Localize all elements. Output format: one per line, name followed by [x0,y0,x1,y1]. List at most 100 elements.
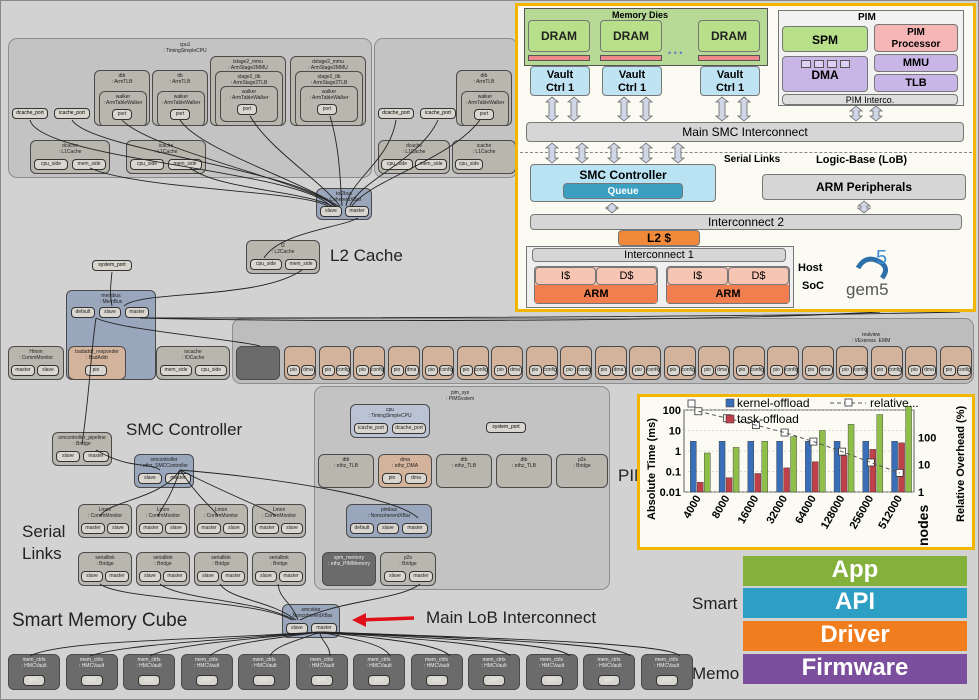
master-port[interactable]: master [11,365,35,376]
config-port[interactable]: config [646,365,660,376]
config-port[interactable]: config [335,365,350,376]
dma-port[interactable]: dma [922,365,936,376]
default-port[interactable]: default [350,523,374,534]
cpu-side-port[interactable]: cpu_side [130,159,164,170]
pio-port[interactable]: pio [839,365,852,376]
master-port[interactable]: master [125,307,149,318]
port[interactable]: port [474,109,494,120]
icache-port[interactable]: icache_port [354,423,388,434]
port[interactable]: port [138,675,160,686]
config-port[interactable]: config [439,365,453,376]
dma-port[interactable]: dma [404,365,419,376]
cpu-side-port[interactable]: cpu_side [455,159,483,170]
config-port[interactable]: config [784,365,798,376]
pio-port[interactable]: pio [563,365,576,376]
config-port[interactable]: config [370,365,384,376]
pio-port[interactable]: pio [494,365,507,376]
slave-port[interactable]: slave [138,473,162,484]
master-port[interactable]: master [163,571,187,582]
dma-port[interactable]: dma [508,365,522,376]
cpu2-dcache-port[interactable]: dcache_port [378,108,414,119]
mem-side-port[interactable]: mem_side [415,159,447,170]
master-port[interactable]: master [255,523,279,534]
icache-port[interactable]: icache_port [54,108,90,119]
slave-port[interactable]: slave [384,571,406,582]
pio-port[interactable]: pio [597,365,611,376]
slave-port[interactable]: slave [320,206,342,217]
mem-side-port[interactable]: mem_side [285,259,317,270]
pio-port[interactable]: pio [287,365,300,376]
config-port[interactable]: config [473,365,488,376]
port[interactable]: port [310,675,333,686]
pio-port[interactable]: pio [382,473,402,484]
config-port[interactable]: config [887,365,902,376]
pio-port[interactable]: pio [85,365,107,376]
pio-port[interactable]: pio [666,365,680,376]
default-port[interactable]: default [71,307,95,318]
master-port[interactable]: master [165,473,191,484]
dma-port[interactable]: dma [611,365,626,376]
pio-port[interactable]: pio [425,365,438,376]
cpu-side-port[interactable]: cpu_side [34,159,68,170]
master-port[interactable]: master [139,523,163,534]
slave-port[interactable]: slave [99,307,121,318]
pio-port[interactable]: pio [804,365,818,376]
pio-port[interactable]: pio [528,365,542,376]
dcache-port[interactable]: dcache_port [392,423,426,434]
pio-port[interactable]: pio [356,365,369,376]
config-port[interactable]: config [680,365,695,376]
mem-side-port[interactable]: mem_side [168,159,202,170]
master-port[interactable]: master [221,571,245,582]
dma-port[interactable]: dma [405,473,427,484]
pim-system-port[interactable]: system_port [486,422,526,433]
slave-port[interactable]: slave [165,523,187,534]
port[interactable]: port [483,675,505,686]
config-port[interactable]: config [956,365,971,376]
slave-port[interactable]: slave [377,523,399,534]
slave-port[interactable]: slave [197,571,219,582]
port[interactable]: port [80,675,103,686]
dma-port[interactable]: dma [818,365,833,376]
slave-port[interactable]: slave [255,571,277,582]
pio-port[interactable]: pio [701,365,714,376]
mem-side-port[interactable]: mem_side [72,159,106,170]
port[interactable]: port [425,675,448,686]
master-port[interactable]: master [409,571,433,582]
slave-port[interactable]: slave [107,523,129,534]
port[interactable]: port [23,675,45,686]
master-port[interactable]: master [311,623,337,634]
pio-port[interactable]: pio [390,365,404,376]
pio-port[interactable]: pio [908,365,921,376]
dcache-port[interactable]: dcache_port [12,108,48,119]
config-port[interactable]: config [749,365,764,376]
config-port[interactable]: config [542,365,557,376]
config-port[interactable]: config [577,365,591,376]
mem-side-port[interactable]: mem_side [160,365,192,376]
pio-port[interactable]: pio [735,365,749,376]
cpu2-icache-port[interactable]: icache_port [420,108,456,119]
slave-port[interactable]: slave [37,365,59,376]
port[interactable]: port [170,109,190,120]
pio-port[interactable]: pio [873,365,887,376]
cpu-side-port[interactable]: cpu_side [250,259,282,270]
port[interactable]: port [112,109,132,120]
pio-port[interactable]: pio [459,365,473,376]
pio-port[interactable]: pio [632,365,645,376]
pio-port[interactable]: pio [770,365,783,376]
pio-port[interactable]: pio [321,365,335,376]
master-port[interactable]: master [345,206,369,217]
port[interactable]: port [253,675,275,686]
slave-port[interactable]: slave [223,523,245,534]
slave-port[interactable]: slave [56,451,80,462]
master-port[interactable]: master [402,523,428,534]
cpu-side-port[interactable]: cpu_side [195,365,227,376]
dma-port[interactable]: dma [715,365,729,376]
master-port[interactable]: master [81,523,105,534]
master-port[interactable]: master [197,523,221,534]
port[interactable]: port [540,675,563,686]
slave-port[interactable]: slave [139,571,161,582]
system-port[interactable]: system_port [92,260,132,271]
slave-port[interactable]: slave [281,523,303,534]
master-port[interactable]: master [279,571,303,582]
dma-port[interactable]: dma [301,365,315,376]
